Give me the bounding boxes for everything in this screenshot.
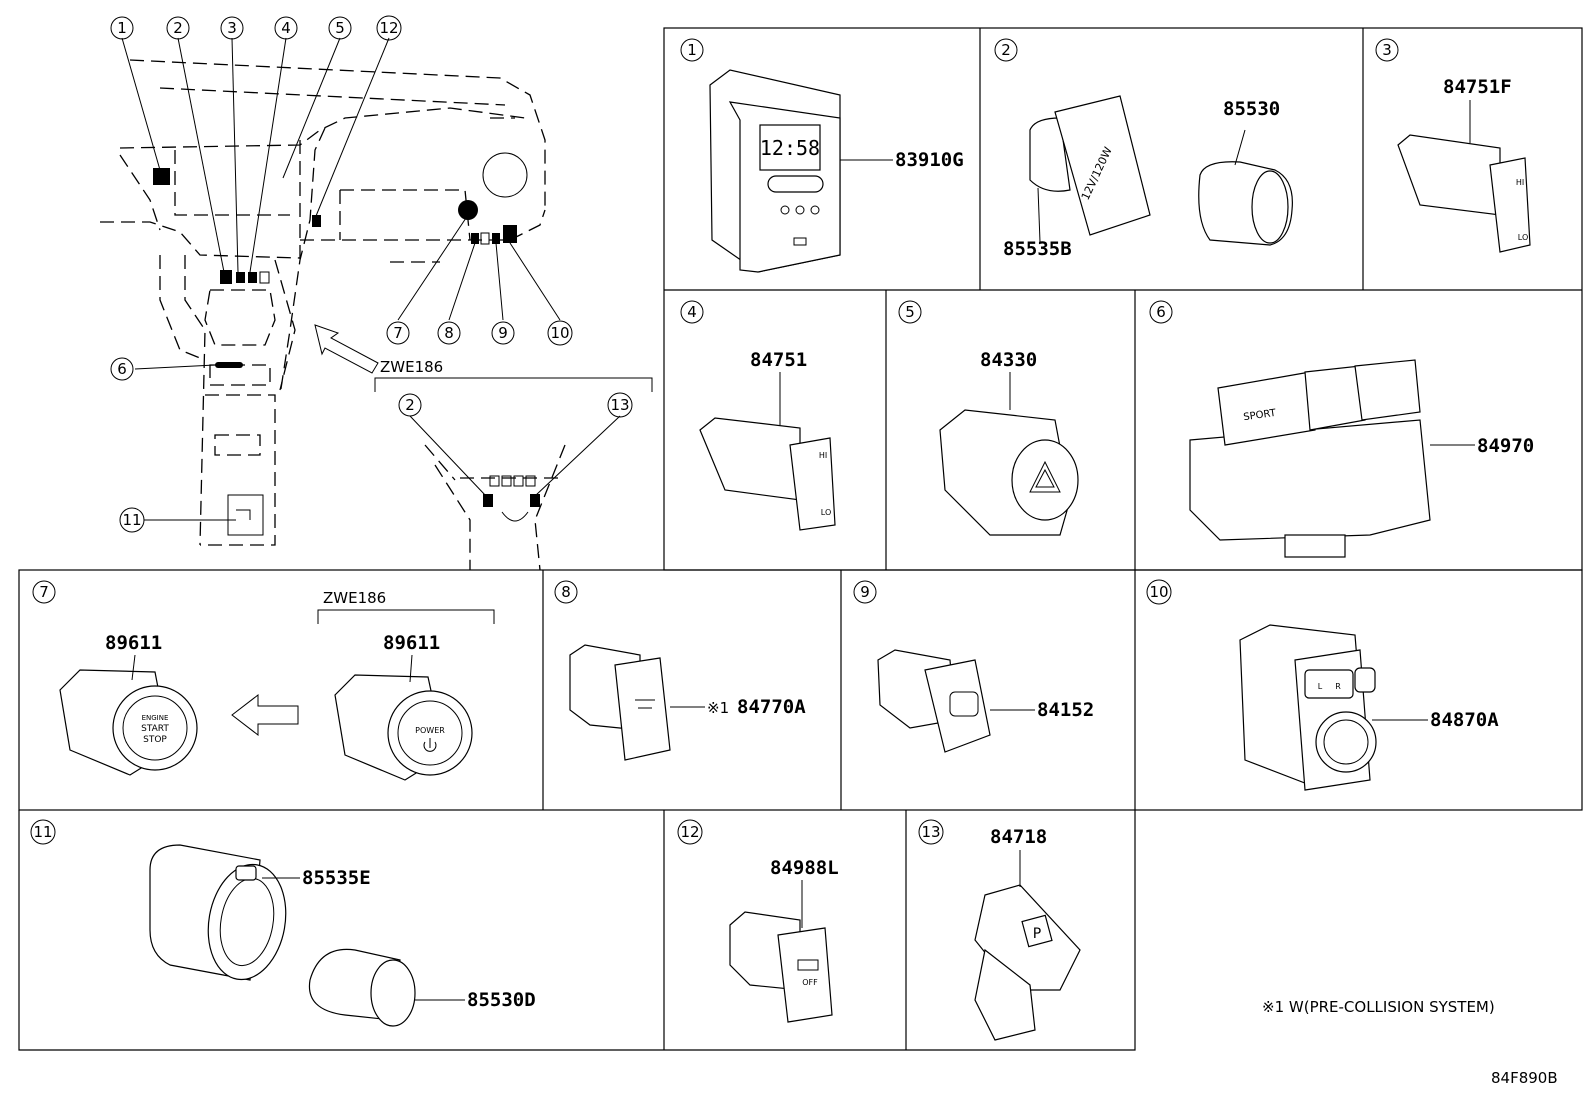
part-number-84988L: 84988L bbox=[770, 857, 839, 879]
callout-13: 13 bbox=[610, 396, 629, 414]
dashboard-overview bbox=[100, 37, 561, 546]
callout-8: 8 bbox=[444, 324, 454, 342]
callout-12: 12 bbox=[379, 19, 398, 37]
callout-10: 10 bbox=[550, 324, 569, 342]
panel-4-seat-heater-switch: 4 HI LO 84751 bbox=[680, 300, 836, 531]
hi-label: HI bbox=[1516, 178, 1524, 187]
sport-label: SPORT bbox=[1243, 408, 1278, 424]
panel-2-number: 2 bbox=[1001, 41, 1011, 59]
footnote: ※1 W(PRE-COLLISION SYSTEM) bbox=[1262, 998, 1495, 1016]
note-mark: ※1 bbox=[707, 699, 729, 717]
panel-12-off-switch: 12 OFF 84988L bbox=[677, 819, 839, 1023]
panel-2-power-socket: 2 12V/120W 85535B 85530 bbox=[994, 38, 1293, 260]
callout-3: 3 bbox=[227, 19, 237, 37]
part-number-84770A: 84770A bbox=[737, 696, 806, 718]
part-number-84970: 84970 bbox=[1477, 435, 1534, 457]
variant-inset: ZWE186 2 13 bbox=[374, 358, 653, 571]
off-label: OFF bbox=[802, 978, 818, 987]
panel-10-mirror-switch: 10 L R 84870A bbox=[1146, 579, 1499, 791]
panel-4-number: 4 bbox=[687, 303, 697, 321]
power-icon bbox=[423, 738, 437, 752]
panel-11-number: 11 bbox=[33, 823, 52, 841]
lo-label-4: LO bbox=[821, 508, 831, 517]
panel-3-number: 3 bbox=[1382, 41, 1392, 59]
panel-3-seat-heater-switch: 3 HI LO 84751F bbox=[1375, 38, 1531, 253]
parking-p-icon: P bbox=[1033, 926, 1041, 942]
panel-9-number: 9 bbox=[860, 583, 870, 601]
callout-1: 1 bbox=[117, 19, 127, 37]
callout-6: 6 bbox=[117, 360, 127, 378]
part-number-84718: 84718 bbox=[990, 826, 1047, 848]
part-number-84152: 84152 bbox=[1037, 699, 1094, 721]
overview-callouts: 1 2 3 4 5 12 6 11 7 8 9 10 bbox=[110, 15, 573, 533]
callout-7: 7 bbox=[393, 324, 403, 342]
r-label: R bbox=[1335, 682, 1341, 691]
hi-label-4: HI bbox=[819, 451, 827, 460]
arrow-left-icon bbox=[231, 693, 299, 737]
panel-1-clock: 1 12:58 83910G bbox=[680, 38, 964, 273]
callout-4: 4 bbox=[281, 19, 291, 37]
part-number-85530: 85530 bbox=[1223, 98, 1280, 120]
panel-13-number: 13 bbox=[921, 823, 940, 841]
panel-12-number: 12 bbox=[680, 823, 699, 841]
panel-5-hazard-switch: 5 84330 bbox=[898, 300, 1079, 536]
panel-7-push-start: 7 ENGINE START STOP 89611 ZWE186 POWER 8… bbox=[32, 580, 495, 781]
part-number-89611-a: 89611 bbox=[105, 632, 162, 654]
panel-6-drive-mode-switch: 6 SPORT 84970 bbox=[1149, 300, 1534, 558]
panel-8-pcs-switch: 8 ※1 84770A bbox=[554, 580, 806, 761]
part-number-84751: 84751 bbox=[750, 349, 807, 371]
callout-2: 2 bbox=[173, 19, 183, 37]
mirror-joystick-icon bbox=[1315, 711, 1377, 773]
l-label: L bbox=[1318, 682, 1323, 691]
callout-11: 11 bbox=[122, 511, 141, 529]
part-number-83910G: 83910G bbox=[895, 149, 964, 171]
panel-10-number: 10 bbox=[1149, 583, 1168, 601]
panel-1-number: 1 bbox=[687, 41, 697, 59]
panel-7-number: 7 bbox=[39, 583, 49, 601]
part-number-85535B: 85535B bbox=[1003, 238, 1072, 260]
part-number-89611-b: 89611 bbox=[383, 632, 440, 654]
panel-9-switch: 9 84152 bbox=[853, 580, 1094, 753]
panel-8-number: 8 bbox=[561, 583, 571, 601]
stop-label: STOP bbox=[143, 735, 167, 745]
drawing-code: 84F890B bbox=[1491, 1069, 1558, 1087]
panel-11-accessory-socket: 11 85535E 85530D bbox=[30, 819, 536, 1027]
part-number-84751F: 84751F bbox=[1443, 76, 1512, 98]
callout-9: 9 bbox=[498, 324, 508, 342]
clock-display: 12:58 bbox=[760, 136, 820, 160]
part-number-85530D: 85530D bbox=[467, 989, 536, 1011]
callout-5: 5 bbox=[335, 19, 345, 37]
part-number-85535E: 85535E bbox=[302, 867, 371, 889]
panel-5-number: 5 bbox=[905, 303, 915, 321]
start-label: START bbox=[141, 724, 169, 734]
hazard-triangle-icon bbox=[1029, 460, 1061, 493]
lo-label: LO bbox=[1518, 233, 1528, 242]
callout-2-variant: 2 bbox=[405, 396, 415, 414]
variant-label-7: ZWE186 bbox=[323, 589, 386, 607]
panel-13-parking-brake-switch: 13 P 84718 bbox=[918, 819, 1081, 1041]
engine-label: ENGINE bbox=[142, 714, 169, 722]
variant-label: ZWE186 bbox=[380, 358, 443, 376]
panel-grid bbox=[18, 27, 1583, 1051]
part-number-84870A: 84870A bbox=[1430, 709, 1499, 731]
panel-6-number: 6 bbox=[1156, 303, 1166, 321]
part-number-84330: 84330 bbox=[980, 349, 1037, 371]
power-label: POWER bbox=[415, 726, 445, 735]
